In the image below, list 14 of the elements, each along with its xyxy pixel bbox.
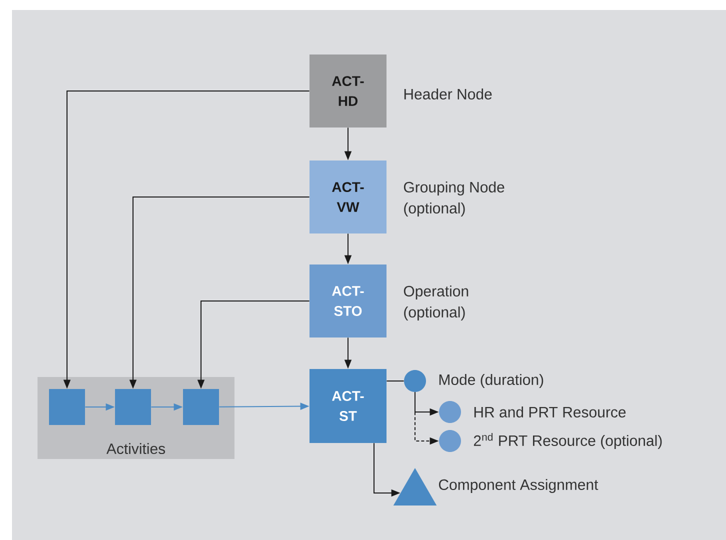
activity-box: ACT- ST <box>310 368 386 443</box>
node-label: HR and PRT Resource <box>474 406 626 418</box>
node-label: Grouping Node (optional) <box>404 182 504 216</box>
node-label: Mode (duration) <box>439 374 544 388</box>
node-label: Header Node <box>404 88 492 100</box>
activity-box: ACT- VW <box>310 160 386 234</box>
node-label: 2$^{nd}$ PRT Resource (optional) <box>474 433 662 449</box>
node-label: Component Assignment <box>438 479 598 493</box>
activity-square <box>183 388 219 425</box>
node-label: Operation (optional) <box>404 286 468 320</box>
activity-box: ACT- HD <box>310 54 386 128</box>
activity-square <box>115 388 151 425</box>
activity-square <box>49 388 85 425</box>
activity-box: ACT- STO <box>310 264 386 338</box>
